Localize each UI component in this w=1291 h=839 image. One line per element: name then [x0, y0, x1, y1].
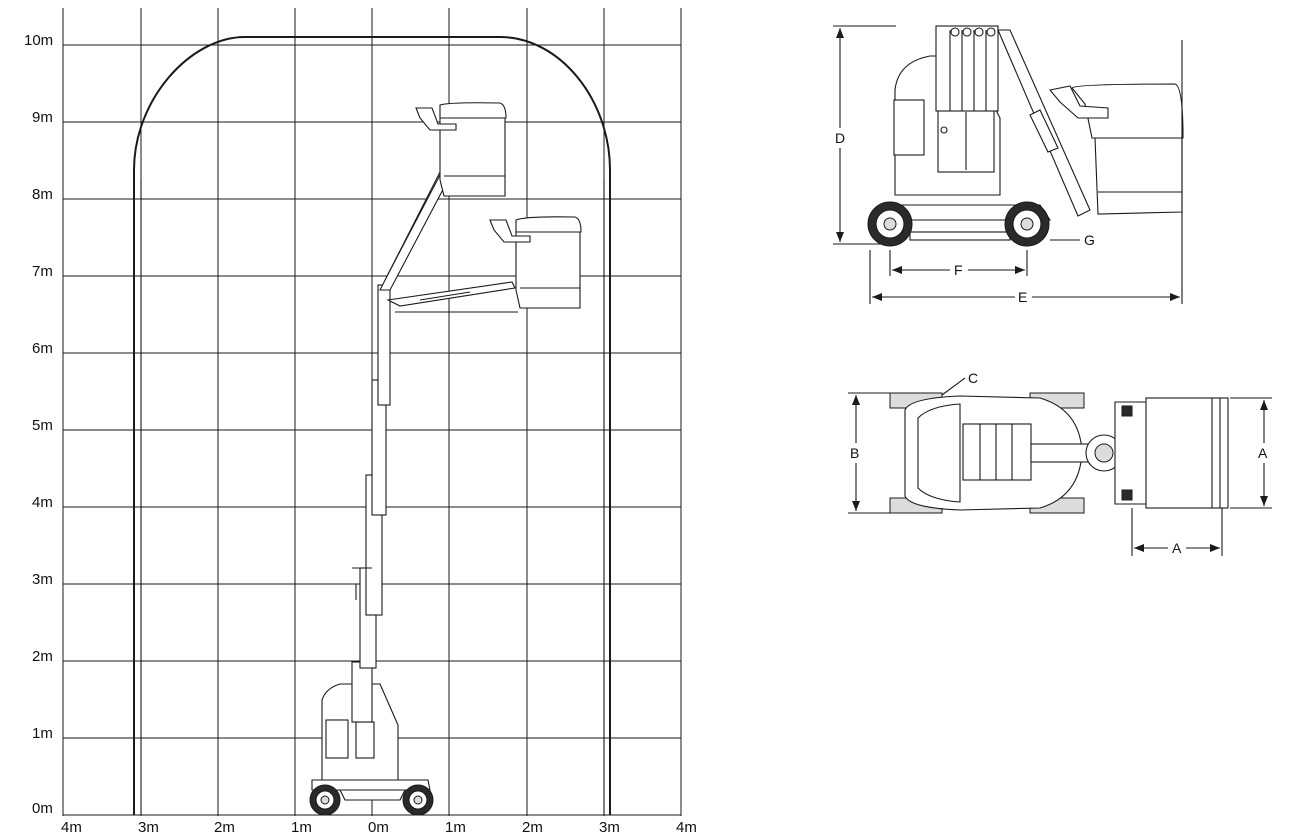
x-tick-label: 3m	[138, 819, 159, 836]
dim-e-label: E	[1018, 289, 1027, 305]
side-view: D	[833, 25, 1184, 305]
dim-d-label: D	[835, 130, 845, 146]
dim-c-leader	[941, 377, 966, 396]
y-tick-label: 10m	[24, 32, 53, 49]
dim-f-arrow-right	[1015, 266, 1025, 274]
working-envelope	[133, 36, 611, 815]
top-rotator-hub	[1094, 443, 1114, 463]
dim-b-label: B	[850, 445, 859, 461]
top-mast-block	[962, 423, 1032, 481]
top-view: B C A	[848, 370, 1272, 556]
wheel-front	[402, 784, 434, 816]
reach-chart: 10m 9m 8m 7m 6m 5m 4m 3m 2m 1m 0m 4m 3m …	[24, 8, 697, 836]
side-platform-basket	[1094, 137, 1183, 215]
dim-a-right-arrow-bottom	[1260, 496, 1268, 506]
x-tick-label: 3m	[599, 819, 620, 836]
x-tick-label: 2m	[214, 819, 235, 836]
dim-a-bottom-arrow-left	[1134, 544, 1144, 552]
side-platform-control	[1048, 85, 1109, 119]
x-tick-label: 1m	[291, 819, 312, 836]
lift-machine-elevated	[309, 102, 582, 816]
dim-d-arrow-top	[836, 28, 844, 38]
dim-c-label: C	[968, 370, 978, 386]
side-platform-rail	[1071, 83, 1184, 139]
side-mast-pulley-1	[950, 27, 960, 37]
side-mast-pulley-4	[986, 27, 996, 37]
side-mast	[935, 25, 999, 112]
top-jib-arm	[1030, 443, 1092, 463]
y-tick-label: 5m	[32, 417, 53, 434]
side-mast-pulley-2	[962, 27, 972, 37]
side-body-lock	[940, 126, 948, 134]
top-body-cab	[917, 403, 961, 503]
x-tick-label: 0m	[368, 819, 389, 836]
dim-a-right-arrow-top	[1260, 400, 1268, 410]
jib-arm-rod	[385, 174, 441, 279]
y-tick-label: 9m	[32, 109, 53, 126]
x-tick-label: 4m	[676, 819, 697, 836]
y-tick-label: 3m	[32, 571, 53, 588]
platform-lower-basket	[515, 231, 581, 309]
top-corner-pad-2	[1121, 489, 1133, 501]
side-body-panel-left	[893, 99, 925, 156]
jib-cylinder	[419, 291, 471, 301]
platform-upper-control	[415, 107, 457, 131]
platform-lower-control	[489, 219, 531, 243]
jib-arm-raised	[379, 171, 449, 291]
y-tick-label: 4m	[32, 494, 53, 511]
top-platform-basket	[1145, 397, 1229, 509]
dim-b-arrow-top	[852, 395, 860, 405]
y-tick-label: 6m	[32, 340, 53, 357]
y-tick-label: 2m	[32, 648, 53, 665]
y-axis-labels: 10m 9m 8m 7m 6m 5m 4m 3m 2m 1m 0m	[24, 32, 53, 817]
x-tick-label: 2m	[522, 819, 543, 836]
side-wheel-rear	[867, 201, 913, 247]
wheel-rear	[309, 784, 341, 816]
chassis-skirt	[339, 789, 406, 801]
body-panel-left	[325, 719, 349, 759]
side-mast-pulley-3	[974, 27, 984, 37]
dim-a-bottom-label: A	[1172, 540, 1182, 556]
mast-section-1	[351, 661, 373, 723]
y-tick-label: 8m	[32, 186, 53, 203]
platform-lower-rail	[515, 216, 582, 233]
dim-e-arrow-left	[872, 293, 882, 301]
x-tick-label: 1m	[445, 819, 466, 836]
side-jib-cylinder	[1029, 109, 1059, 153]
dim-g-label: G	[1084, 232, 1095, 248]
side-wheel-front	[1004, 201, 1050, 247]
platform-upper-rail	[439, 102, 507, 119]
y-tick-label: 7m	[32, 263, 53, 280]
body-panel-right	[355, 721, 375, 759]
dim-a-bottom-arrow-right	[1210, 544, 1220, 552]
dim-f-label: F	[954, 262, 963, 278]
y-tick-label: 1m	[32, 725, 53, 742]
x-axis-labels: 4m 3m 2m 1m 0m 1m 2m 3m 4m	[61, 819, 697, 836]
jib-arm-level	[386, 281, 516, 307]
x-tick-label: 4m	[61, 819, 82, 836]
dim-d-arrow-bottom	[836, 232, 844, 242]
mast-section-5	[377, 284, 391, 406]
dim-a-right-label: A	[1258, 445, 1268, 461]
dim-f-arrow-left	[892, 266, 902, 274]
side-chassis-skirt	[909, 231, 1011, 241]
y-tick-label: 0m	[32, 800, 53, 817]
dim-e-arrow-right	[1170, 293, 1180, 301]
dim-b-arrow-bottom	[852, 501, 860, 511]
top-corner-pad-1	[1121, 405, 1133, 417]
